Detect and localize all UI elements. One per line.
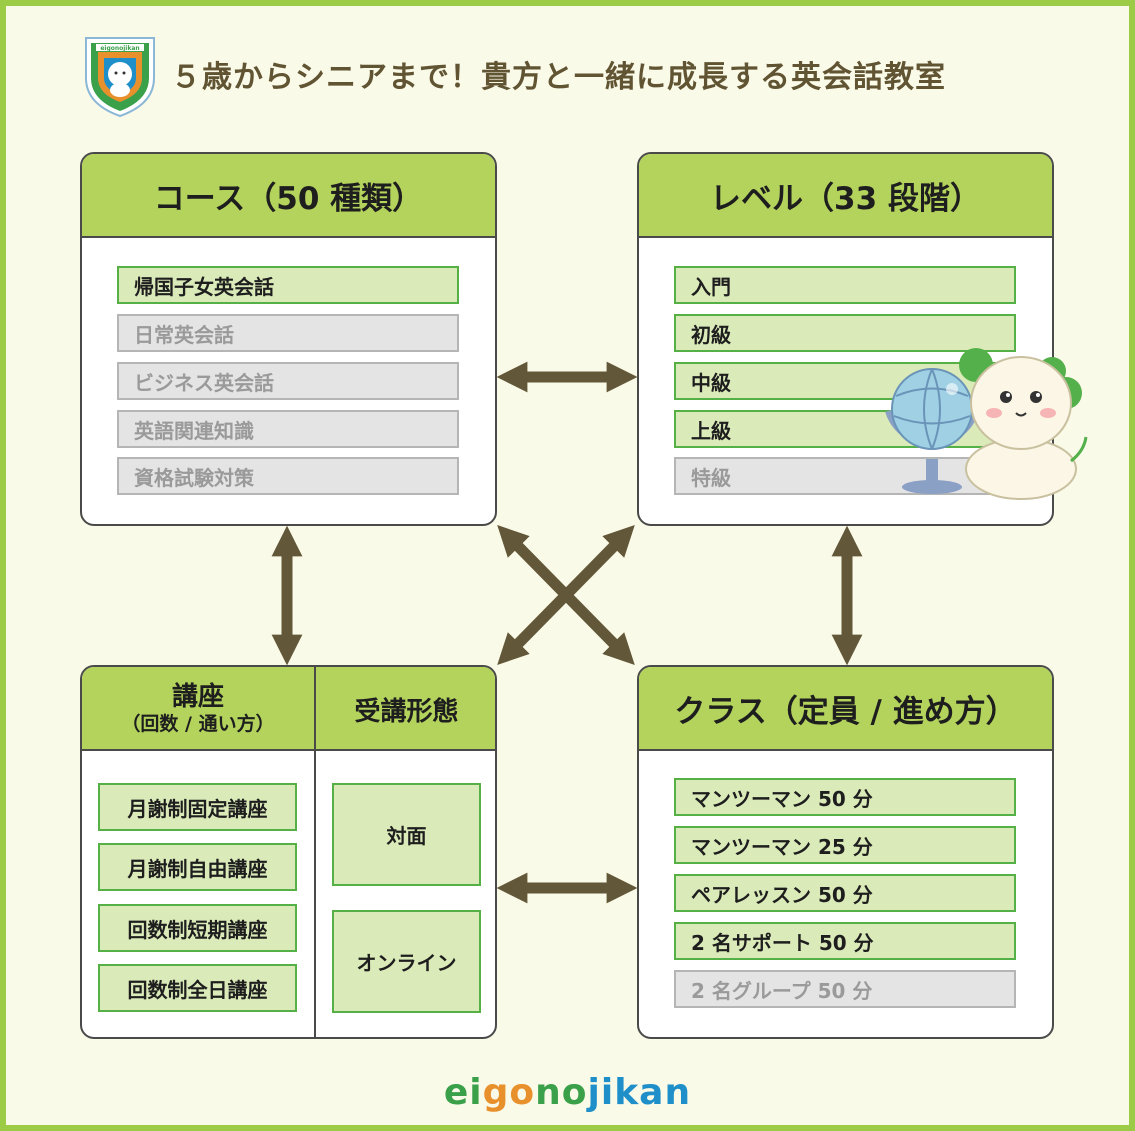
lecture-item: 月謝制固定講座 xyxy=(98,783,297,831)
column-divider xyxy=(314,667,316,1037)
lecture-item: 回数制全日講座 xyxy=(98,964,297,1012)
lecture-header-subtitle: （回数 / 通い方） xyxy=(121,713,275,735)
page-title: ５歳からシニアまで！貴方と一緒に成長する英会話教室 xyxy=(171,60,946,95)
course-item: 資格試験対策 xyxy=(117,457,459,495)
course-item: 帰国子女英会話 xyxy=(117,266,459,304)
level-item: 初級 xyxy=(674,314,1016,352)
svg-text:eigonojikan: eigonojikan xyxy=(100,45,139,52)
class-item: マンツーマン 25 分 xyxy=(674,826,1016,864)
lecture-panel: 講座 （回数 / 通い方） 受講形態 月謝制固定講座 月謝制自由講座 回数制短期… xyxy=(80,665,497,1039)
level-panel-header: レベル（33 段階） xyxy=(639,154,1052,238)
class-item: 2 名グループ 50 分 xyxy=(674,970,1016,1008)
mascot-with-globe-icon xyxy=(885,348,1088,500)
class-item: 2 名サポート 50 分 xyxy=(674,922,1016,960)
course-item: 英語関連知識 xyxy=(117,410,459,448)
lecture-item: 回数制短期講座 xyxy=(98,904,297,952)
course-panel: コース（50 種類） 帰国子女英会話 日常英会話 ビジネス英会話 英語関連知識 … xyxy=(80,152,497,526)
format-item: オンライン xyxy=(332,910,481,1013)
brand-logo: eigonojikan xyxy=(6,1072,1129,1113)
class-item: ペアレッスン 50 分 xyxy=(674,874,1016,912)
double-arrow-icon xyxy=(497,525,635,665)
lecture-panel-header xyxy=(82,667,495,751)
lecture-header: 講座 （回数 / 通い方） xyxy=(82,667,314,751)
format-item: 対面 xyxy=(332,783,481,886)
lecture-header-title: 講座 xyxy=(171,682,224,712)
class-item: マンツーマン 50 分 xyxy=(674,778,1016,816)
brand-part: jikan xyxy=(587,1072,692,1113)
course-item: ビジネス英会話 xyxy=(117,362,459,400)
course-panel-header: コース（50 種類） xyxy=(82,154,495,238)
connector-arrows xyxy=(271,361,863,904)
shield-mascot-logo-icon: eigonojikan xyxy=(85,37,155,118)
format-header: 受講形態 xyxy=(354,696,459,727)
class-panel-header: クラス（定員 / 進め方） xyxy=(639,667,1052,751)
brand-part: no xyxy=(535,1072,588,1113)
course-item: 日常英会話 xyxy=(117,314,459,352)
brand-part: go xyxy=(482,1072,536,1113)
class-panel: クラス（定員 / 進め方） マンツーマン 50 分 マンツーマン 25 分 ペア… xyxy=(637,665,1054,1039)
brand-part: ei xyxy=(443,1072,483,1113)
lecture-item: 月謝制自由講座 xyxy=(98,843,297,891)
level-item: 入門 xyxy=(674,266,1016,304)
